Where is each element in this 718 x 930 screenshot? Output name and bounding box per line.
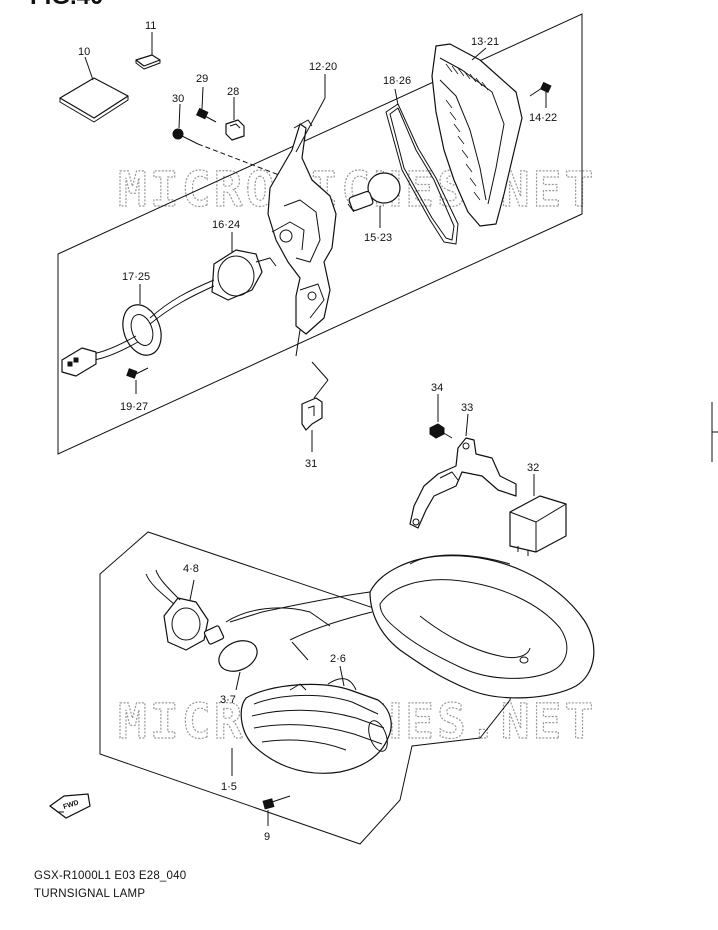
part-9-screw — [262, 795, 291, 810]
callout-31: 31 — [305, 458, 317, 470]
part-28-clip-nut — [225, 119, 245, 141]
callout-33: 33 — [461, 402, 473, 414]
fwd-label: FWD — [62, 799, 79, 811]
callout-labels: 10 11 29 28 30 12·20 18·26 13·21 14·22 1… — [78, 20, 557, 843]
part-30-bolt — [172, 128, 199, 145]
callout-16-24: 16·24 — [212, 219, 240, 231]
callout-3-7: 3·7 — [220, 694, 236, 706]
part-11-pad — [135, 54, 161, 70]
callout-1-5: 1·5 — [221, 781, 237, 793]
part-13-21-rear-lens — [431, 43, 523, 227]
part-18-26-gasket — [385, 103, 459, 245]
part-12-20-housing-bracket — [267, 119, 337, 335]
part-4-8-socket — [145, 569, 209, 651]
callout-15-23: 15·23 — [364, 232, 392, 244]
fwd-arrow-icon: FWD — [48, 793, 91, 819]
part-17-25-grommet-harness — [61, 279, 215, 377]
part-10-label-sheet — [59, 77, 129, 123]
part-29-screw — [196, 107, 217, 123]
upper-group-outline — [57, 13, 583, 455]
lower-group-outline — [99, 531, 517, 845]
part-16-24-socket — [211, 249, 277, 301]
callout-18-26: 18·26 — [383, 75, 411, 87]
part-14-22-screw — [529, 81, 552, 97]
callout-32: 32 — [527, 462, 539, 474]
part-33-relay-bracket — [409, 437, 517, 529]
callout-29: 29 — [196, 73, 208, 85]
callout-19-27: 19·27 — [120, 401, 148, 413]
part-15-23-bulb — [347, 172, 401, 213]
part-19-27-screw — [126, 367, 149, 379]
callout-4-8: 4·8 — [183, 563, 199, 575]
part-3-7-bulb — [203, 607, 331, 672]
part-2-6-front-lens — [240, 678, 392, 774]
callout-34: 34 — [431, 382, 443, 394]
callout-30: 30 — [172, 93, 184, 105]
watermark-upper: MICROFICHES.NET — [118, 162, 596, 218]
figure-title: FIG.40 — [30, 0, 103, 10]
callout-17-25: 17·25 — [122, 271, 150, 283]
footer-title: TURNSIGNAL LAMP — [34, 888, 146, 900]
callout-9: 9 — [264, 831, 270, 843]
part-32-relay — [509, 495, 567, 556]
callout-12-20: 12·20 — [309, 61, 337, 73]
callout-11: 11 — [145, 20, 156, 32]
callout-14-22: 14·22 — [529, 112, 557, 124]
callout-28: 28 — [227, 86, 239, 98]
mirror-housing — [229, 554, 595, 699]
part-34-bolt — [429, 423, 453, 439]
part-31-bracket-clip — [301, 397, 323, 431]
footer-model-code: GSX-R1000L1 E03 E28_040 — [34, 870, 187, 882]
callout-13-21: 13·21 — [471, 36, 499, 48]
callout-10: 10 — [78, 46, 90, 58]
callout-2-6: 2·6 — [330, 653, 346, 665]
